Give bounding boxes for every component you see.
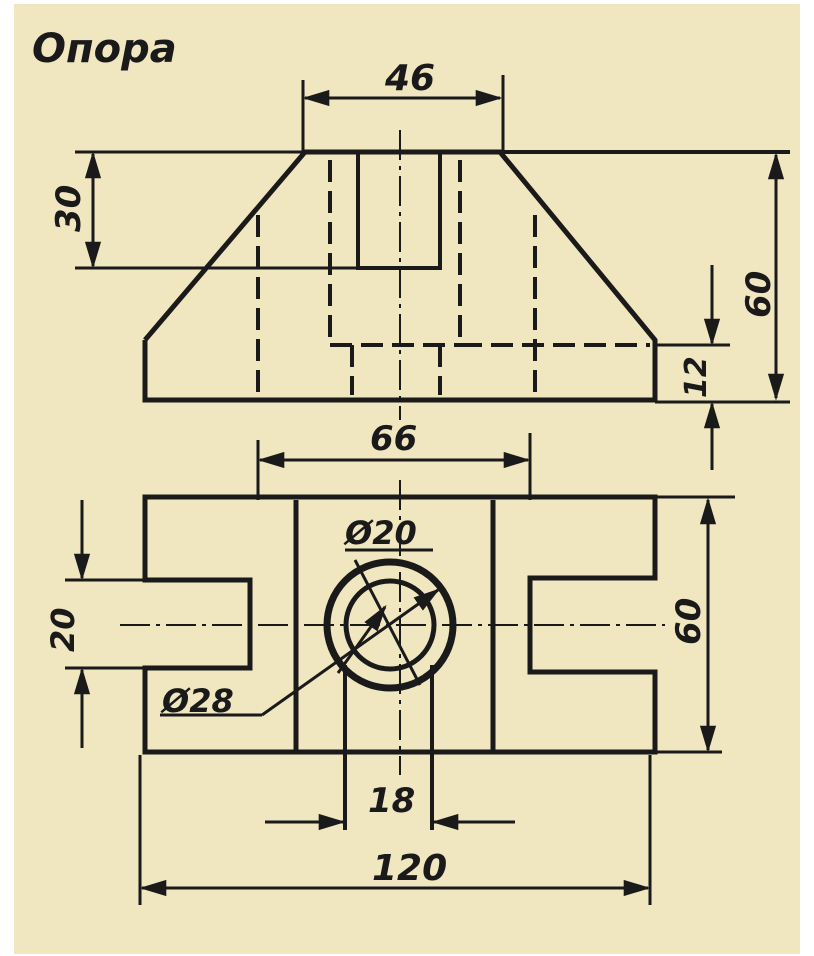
- dim-overall-length-label: 120: [372, 848, 447, 889]
- dim-top-width-label: 46: [384, 58, 435, 99]
- dim-slot-bottom-label: 18: [368, 781, 415, 821]
- dim-slot-width-label: 20: [44, 607, 82, 652]
- dim-hole-small-label: Ø20: [343, 514, 417, 552]
- dim-base-height-label: 12: [679, 356, 714, 398]
- dim-hole-large-label: Ø28: [160, 682, 234, 720]
- dim-top-width: [301, 75, 505, 152]
- drawing-sheet: [14, 4, 800, 954]
- dim-overall-length: [138, 755, 652, 905]
- dim-height-upper-label: 30: [49, 185, 89, 232]
- dim-depth-label: 60: [669, 598, 709, 645]
- dim-total-height-label: 60: [739, 271, 779, 318]
- drawing-title: Опора: [32, 26, 177, 72]
- dim-inner-width: [256, 433, 532, 500]
- front-view: [75, 130, 790, 420]
- top-view: [65, 480, 735, 830]
- dim-inner-width-label: 66: [370, 419, 417, 459]
- hidden-lines: [256, 160, 650, 395]
